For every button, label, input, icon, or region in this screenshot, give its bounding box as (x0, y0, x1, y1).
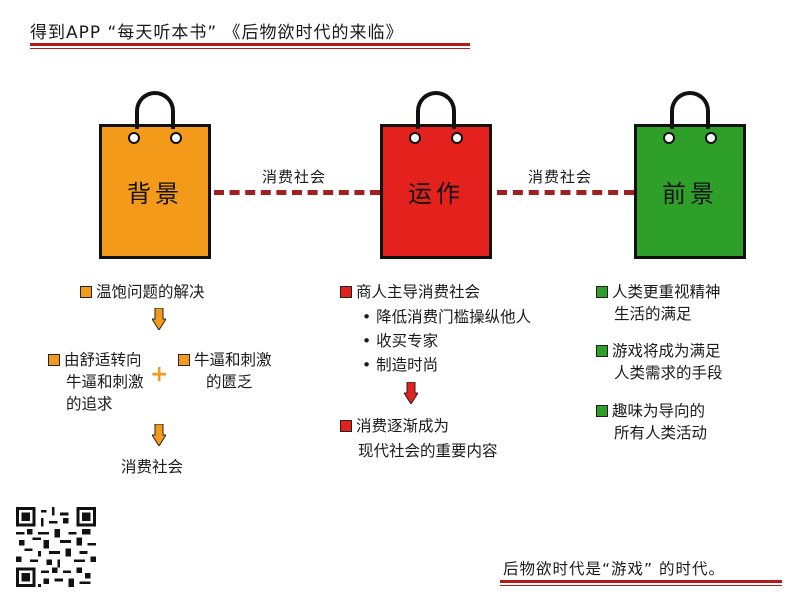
orange-square-icon (178, 354, 190, 366)
right-item-1-line-2: 生活的满足 (614, 305, 692, 323)
right-item-3-line-2: 所有人类活动 (614, 424, 708, 442)
bag-hole-icon (705, 132, 717, 144)
connector-right (497, 190, 634, 195)
footer-underline (500, 580, 782, 583)
arrow-down-icon (152, 308, 166, 330)
qr-code-icon (16, 507, 96, 587)
bag-title-prospect: 前景 (662, 180, 718, 208)
link-label-right: 消费社会 (528, 168, 593, 186)
footer-caption: 后物欲时代是“游戏” 的时代。 (503, 560, 725, 578)
green-square-icon (596, 405, 608, 417)
middle-bullet: • 收买专家 (362, 332, 439, 350)
middle-bullet: • 降低消费门槛操纵他人 (362, 308, 532, 326)
link-label-left: 消费社会 (262, 168, 327, 186)
bag-hole-icon (170, 132, 182, 144)
arrow-down-icon (404, 382, 418, 404)
left-result: 消费社会 (121, 458, 184, 476)
connector-left (214, 190, 380, 195)
left-item-3-line-2: 的匮乏 (206, 373, 253, 391)
middle-bullet: • 制造时尚 (362, 356, 439, 374)
left-item-3: 牛逼和刺激 (178, 349, 272, 371)
bag-hole-icon (128, 132, 140, 144)
bag-operation: 运作 (380, 91, 492, 259)
red-square-icon (340, 286, 352, 298)
right-item-2-line-2: 人类需求的手段 (614, 364, 723, 382)
bag-handle-icon (416, 91, 456, 129)
left-item-2-line-3: 的追求 (66, 395, 113, 413)
bag-hole-icon (663, 132, 675, 144)
green-square-icon (596, 286, 608, 298)
header-underline-thin (30, 48, 470, 49)
header-underline (30, 43, 470, 46)
orange-square-icon (80, 286, 92, 298)
bag-background: 背景 (99, 91, 211, 259)
bag-prospect: 前景 (634, 91, 746, 259)
red-square-icon (340, 420, 352, 432)
middle-item-2-line-2: 现代社会的重要内容 (358, 442, 498, 460)
plus-icon: + (150, 362, 169, 387)
middle-item-2: 消费逐渐成为 (340, 415, 449, 437)
middle-item-1: 商人主导消费社会 (340, 281, 480, 303)
bag-hole-icon (409, 132, 421, 144)
left-item-2: 由舒适转向 (48, 349, 142, 371)
header-title: 得到APP “每天听本书” 《后物欲时代的来临》 (30, 23, 404, 43)
right-item-2: 游戏将成为满足 (596, 340, 721, 362)
arrow-down-icon (152, 424, 166, 446)
bag-hole-icon (451, 132, 463, 144)
right-item-3: 趣味为导向的 (596, 400, 705, 422)
footer-underline-thin (500, 585, 782, 586)
bag-title-background: 背景 (127, 180, 183, 208)
left-item-2-line-2: 牛逼和刺激 (66, 373, 144, 391)
green-square-icon (596, 345, 608, 357)
left-item-1: 温饱问题的解决 (80, 281, 205, 303)
bag-handle-icon (135, 91, 175, 129)
bag-title-operation: 运作 (408, 180, 464, 208)
right-item-1: 人类更重视精神 (596, 281, 721, 303)
orange-square-icon (48, 354, 60, 366)
bag-handle-icon (670, 91, 710, 129)
